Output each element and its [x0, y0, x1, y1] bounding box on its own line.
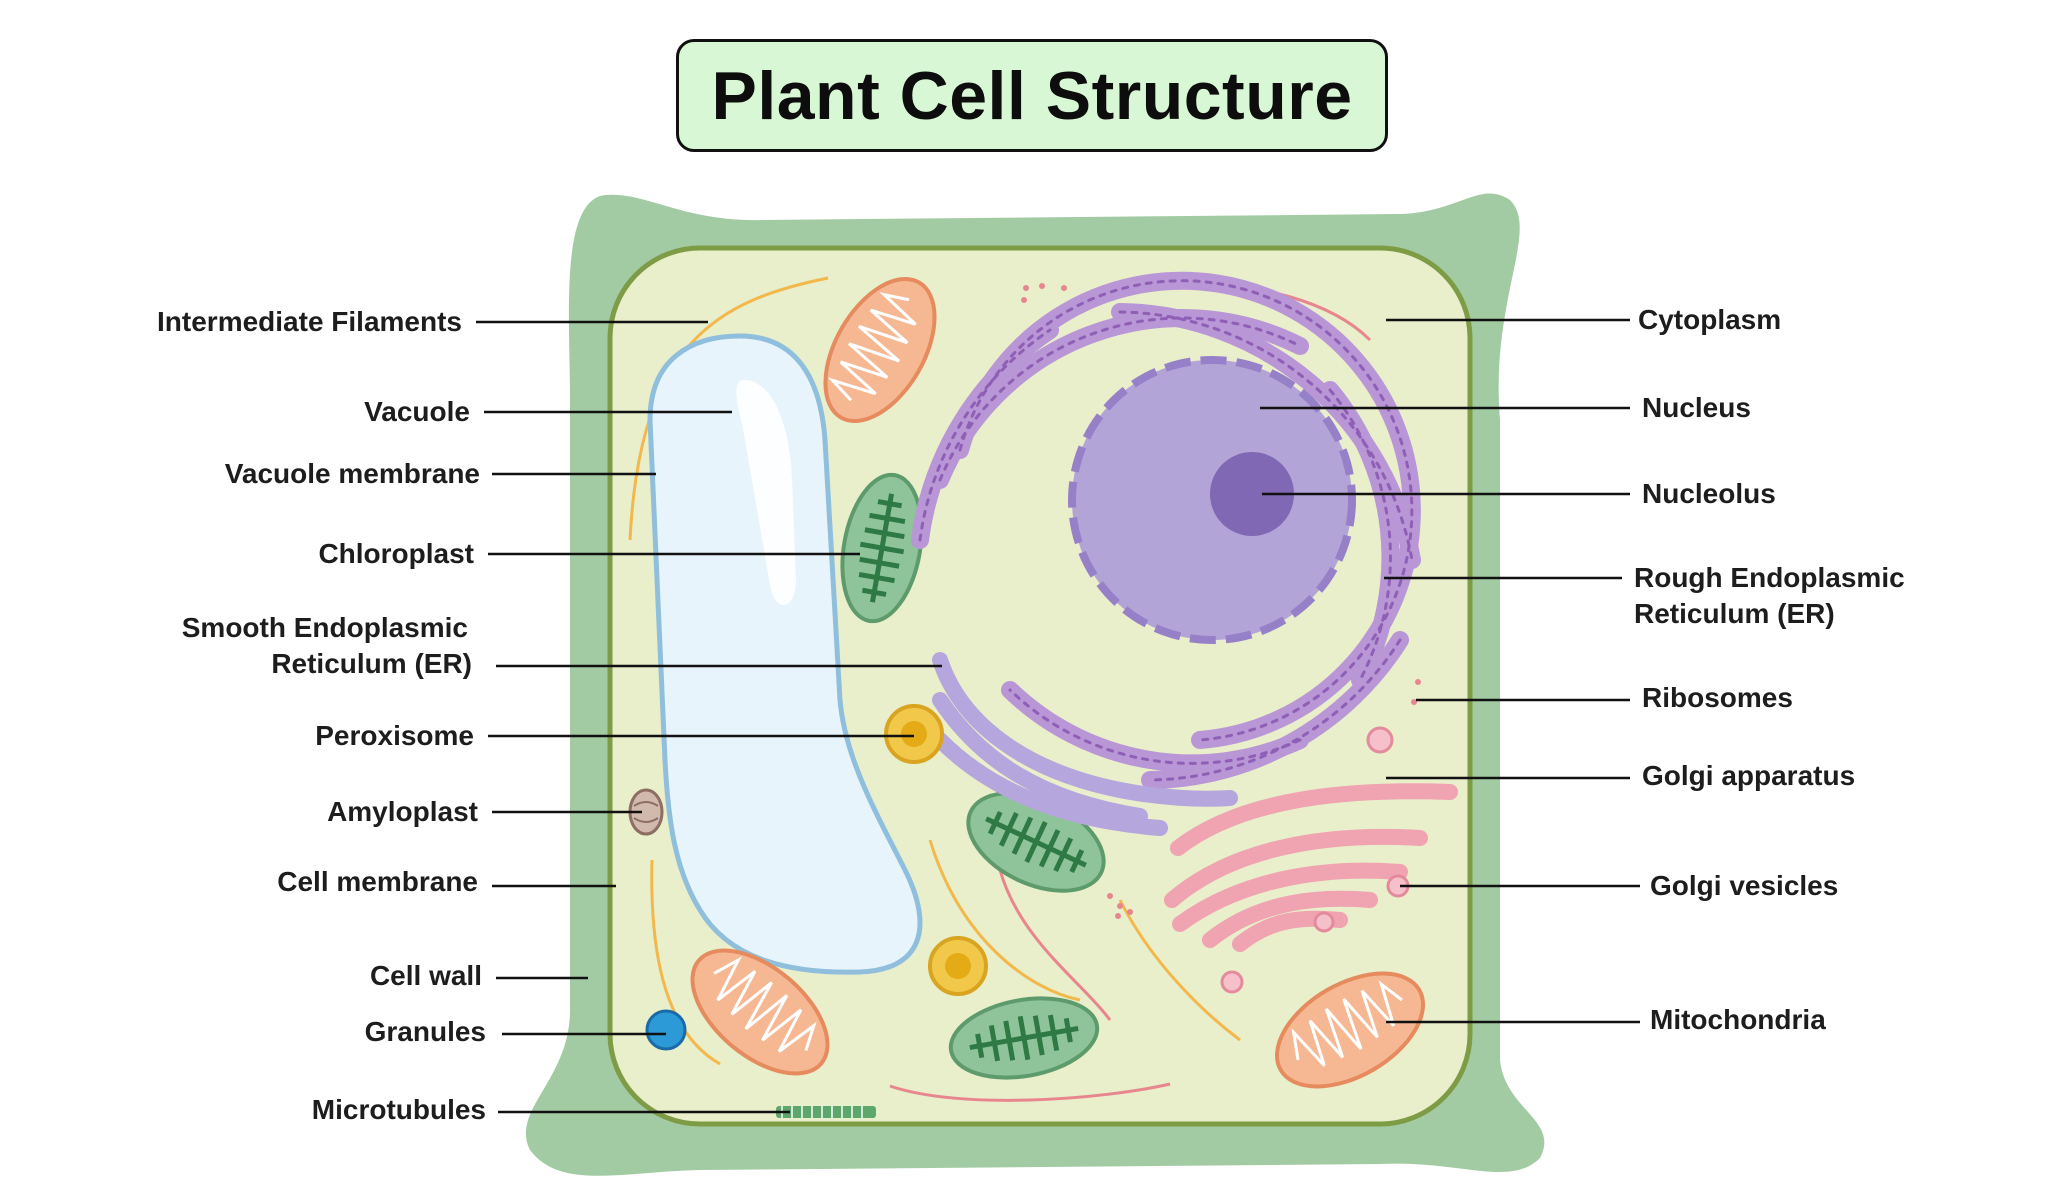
golgi-vesicle-dots: [1220, 726, 1410, 994]
peroxisome-shape: [884, 704, 988, 996]
microtubule-shape: [776, 1106, 876, 1118]
chloroplast-top: [840, 472, 924, 624]
label-microtubules: Microtubules: [311, 1094, 486, 1125]
label-nucleolus: Nucleolus: [1642, 478, 1776, 509]
label-granules: Granules: [364, 1016, 486, 1047]
label-vacuole: Vacuole: [364, 396, 470, 427]
label-rough-er-line2: Reticulum (ER): [1634, 598, 1835, 629]
nucleolus-shape: [1210, 452, 1294, 536]
label-smooth-er-line2: Reticulum (ER): [271, 648, 472, 679]
page-title: Plant Cell Structure: [711, 57, 1353, 134]
label-golgi-vesicles: Golgi vesicles: [1650, 870, 1839, 901]
label-nucleus: Nucleus: [1642, 392, 1751, 423]
label-ribosomes: Ribosomes: [1642, 682, 1793, 713]
leader-lines-right: [1260, 318, 1640, 1024]
amyloplast-shape: [628, 788, 664, 836]
rough-er-shape: [911, 271, 1421, 789]
ribosome-dots: [1021, 283, 1421, 919]
intermediate-filament-lines: [628, 276, 1241, 1066]
label-amyloplast: Amyloplast: [327, 796, 478, 827]
label-mitochondria: Mitochondria: [1650, 1004, 1826, 1035]
leader-lines-left: [476, 320, 942, 1114]
title-box: Plant Cell Structure: [676, 39, 1388, 152]
label-cell-wall: Cell wall: [369, 960, 482, 991]
label-vacuole-membrane: Vacuole membrane: [224, 458, 480, 489]
vacuole-highlight: [736, 379, 796, 606]
label-cell-membrane: Cell membrane: [277, 866, 478, 897]
label-rough-er-line1: Rough Endoplasmic: [1634, 562, 1905, 593]
label-chloroplast: Chloroplast: [318, 538, 474, 569]
label-golgi-apparatus: Golgi apparatus: [1642, 760, 1856, 791]
mitochondrion-bottom-right: [1275, 971, 1425, 1089]
label-smooth-er-line1: Smooth Endoplasmic: [181, 612, 468, 643]
granule-shape: [645, 1009, 687, 1051]
smooth-er-shape: [932, 652, 1238, 836]
label-intermediate-filaments: Intermediate Filaments: [157, 306, 462, 337]
label-peroxisome: Peroxisome: [315, 720, 474, 751]
mitochondrion-bottom-left: [690, 948, 830, 1076]
vacuole-shape: [647, 333, 923, 975]
label-cytoplasm: Cytoplasm: [1638, 304, 1782, 335]
mitochondrion-top: [823, 276, 937, 424]
chloroplast-bottom: [948, 996, 1100, 1080]
